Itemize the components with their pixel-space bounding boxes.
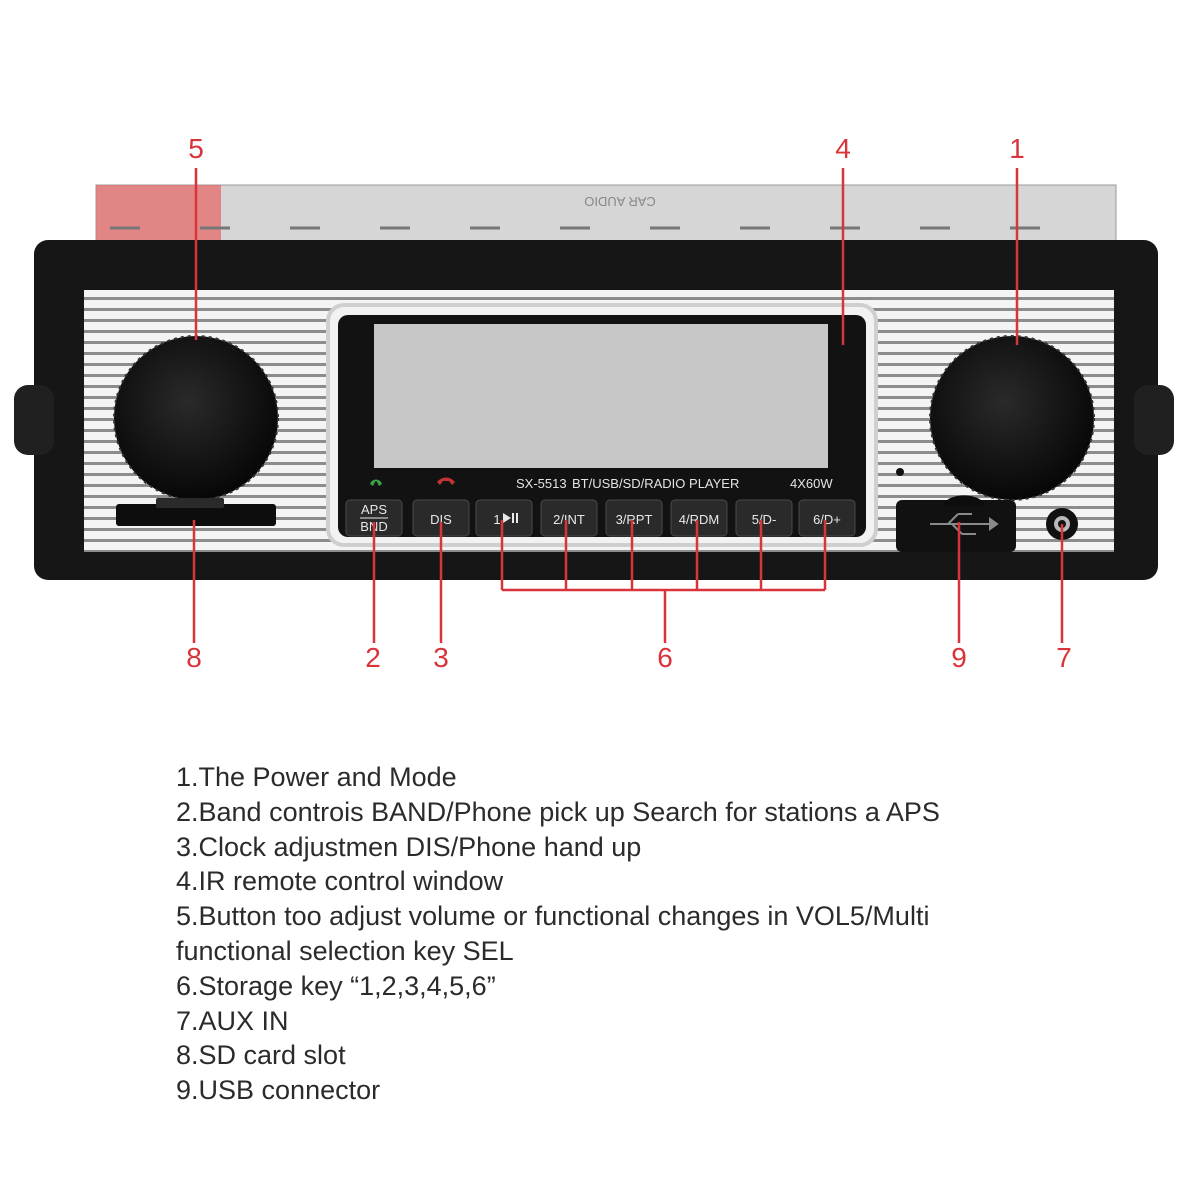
legend-item-5-continued: functional selection key SEL	[176, 935, 514, 966]
preset-4-button[interactable]: 4/RDM	[670, 499, 728, 537]
usb-port[interactable]	[896, 495, 1016, 553]
callout-lines	[192, 168, 1064, 643]
right-clip	[1134, 385, 1174, 455]
phone-answer-icon	[370, 479, 382, 486]
player-label: BT/USB/SD/RADIO PLAYER	[572, 476, 739, 491]
svg-text:5/D-: 5/D-	[752, 512, 777, 527]
phone-hangup-icon	[437, 477, 455, 485]
callout-4: 4	[835, 133, 851, 164]
callout-8: 8	[186, 642, 202, 673]
button-row: APS BND DIS 1 2/INT 3/RPT 4/RDM	[345, 499, 856, 537]
callout-6: 6	[657, 642, 673, 673]
svg-text:4/RDM: 4/RDM	[679, 512, 719, 527]
preset-1-button[interactable]: 1	[475, 499, 533, 537]
display-panel: SX-5513 BT/USB/SD/RADIO PLAYER 4X60W	[326, 303, 904, 547]
legend-item-5: 5.Button too adjust volume or functional…	[176, 901, 930, 932]
callout-9: 9	[951, 642, 967, 673]
legend-item-8: 8.SD card slot	[176, 1040, 346, 1071]
preset-2-button[interactable]: 2/INT	[540, 499, 598, 537]
left-clip	[14, 385, 54, 455]
power-mode-knob[interactable]	[929, 335, 1095, 501]
legend-item-4: 4.IR remote control window	[176, 866, 504, 897]
sd-card-slot[interactable]	[116, 498, 276, 526]
legend-item-6: 6.Storage key “1,2,3,4,5,6”	[176, 970, 496, 1001]
legend-item-7: 7.AUX IN	[176, 1005, 289, 1036]
chassis-top: CAR AUDIO	[95, 184, 1117, 248]
volume-knob[interactable]	[113, 335, 279, 501]
legend-item-2: 2.Band controis BAND/Phone pick up Searc…	[176, 796, 940, 827]
dis-button[interactable]: DIS	[412, 499, 470, 537]
legend-item-9: 9.USB connector	[176, 1075, 381, 1106]
legend-list: 1.The Power and Mode 2.Band controis BAN…	[176, 760, 1156, 1108]
car-radio-diagram: CAR AUDIO SX-5513 BT/USB/SD/RADIO PLAYER…	[14, 133, 1174, 673]
svg-text:2/INT: 2/INT	[553, 512, 585, 527]
callout-5: 5	[188, 133, 204, 164]
svg-text:6/D+: 6/D+	[813, 512, 841, 527]
preset-6-button[interactable]: 6/D+	[798, 499, 856, 537]
callout-2: 2	[365, 642, 381, 673]
callout-1: 1	[1009, 133, 1025, 164]
preset-3-button[interactable]: 3/RPT	[605, 499, 663, 537]
callout-3: 3	[433, 642, 449, 673]
power-label: 4X60W	[790, 476, 833, 491]
chassis-label: CAR AUDIO	[584, 194, 656, 209]
ir-sensor	[896, 468, 904, 476]
callout-7: 7	[1056, 642, 1072, 673]
lcd-screen	[374, 324, 828, 468]
svg-text:3/RPT: 3/RPT	[616, 512, 653, 527]
svg-text:DIS: DIS	[430, 512, 452, 527]
svg-text:1: 1	[493, 512, 500, 527]
legend-item-3: 3.Clock adjustmen DIS/Phone hand up	[176, 831, 642, 862]
legend-item-1: 1.The Power and Mode	[176, 762, 457, 792]
play-pause-icon	[503, 513, 518, 523]
model-label: SX-5513	[516, 476, 567, 491]
svg-text:APS: APS	[361, 502, 387, 517]
preset-5-button[interactable]: 5/D-	[735, 499, 793, 537]
